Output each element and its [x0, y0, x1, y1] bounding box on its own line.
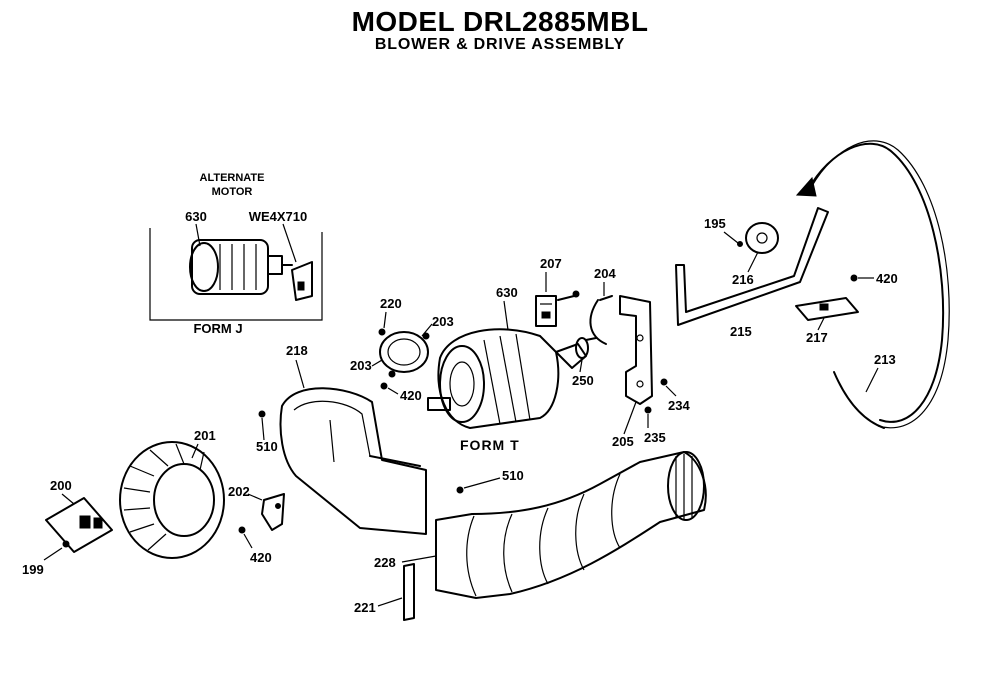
part-label-220: 220 [380, 296, 402, 311]
blower-housing-218: 218 510 [256, 343, 427, 535]
part-label-202: 202 [228, 484, 250, 499]
part-label-216: 216 [732, 272, 754, 287]
alternate-motor-bracket [149, 228, 323, 321]
part-label-630: 630 [496, 285, 518, 300]
part-label-207: 207 [540, 256, 562, 271]
bracket-200: 200 199 [22, 478, 113, 577]
part-label-228: 228 [374, 555, 396, 570]
part-label-218: 218 [286, 343, 308, 358]
alternate-motor-heading-2: MOTOR [212, 186, 253, 198]
seal-221: 221 [354, 563, 415, 621]
part-label-234: 234 [668, 398, 690, 413]
part-label-215: 215 [730, 324, 752, 339]
part-label-420-right: 420 [876, 271, 898, 286]
part-label-250: 250 [572, 373, 594, 388]
screw-510: 510 [456, 468, 524, 494]
part-label-510-left: 510 [256, 439, 278, 454]
motor-bracket-205: 204 234 235 205 [589, 266, 690, 449]
centrifugal-switch-207: 207 [535, 256, 580, 327]
leader-we4x710 [282, 223, 297, 263]
diagram-subtitle: BLOWER & DRIVE ASSEMBLY [374, 36, 626, 53]
part-label-221: 221 [354, 600, 376, 615]
part-label-195: 195 [704, 216, 726, 231]
exhaust-duct-228: 228 [374, 451, 707, 599]
part-label-203-top: 203 [432, 314, 454, 329]
alternate-motor-group: ALTERNATE MOTOR 630 WE4X710 FO [149, 172, 323, 336]
part-label-204: 204 [594, 266, 616, 281]
leader-630-alt [195, 223, 201, 247]
part-label-205: 205 [612, 434, 634, 449]
part-label-213: 213 [874, 352, 896, 367]
alternate-motor-heading-1: ALTERNATE [200, 172, 265, 184]
part-label-200: 200 [50, 478, 72, 493]
form-j-label: FORM J [193, 321, 242, 336]
part-label-630-alt: 630 [185, 209, 207, 224]
part-label-510-right: 510 [502, 468, 524, 483]
part-label-we4x710: WE4X710 [249, 209, 308, 224]
part-label-199: 199 [22, 562, 44, 577]
idler-assembly: 215 216 195 [675, 207, 829, 339]
part-label-420-low: 420 [250, 550, 272, 565]
clamp-202: 202 420 [228, 484, 285, 565]
motor-mount-203: 220 203 203 420 [350, 296, 454, 403]
diagram-title: MODEL DRL2885MBL [351, 6, 649, 37]
part-label-420-mid: 420 [400, 388, 422, 403]
part-label-217: 217 [806, 330, 828, 345]
we4x710-kit-drawing [291, 261, 313, 301]
form-t-label: FORM T [460, 437, 520, 453]
blower-wheel-201: 201 [119, 428, 225, 559]
motor-pulley-250: 250 [572, 337, 597, 388]
drum-213: 213 [795, 140, 950, 429]
bracket-217: 217 420 [795, 271, 898, 345]
part-label-201: 201 [194, 428, 216, 443]
drive-motor-630: 630 FORM T [427, 285, 587, 453]
part-label-203-left: 203 [350, 358, 372, 373]
alternate-motor-drawing [189, 239, 293, 295]
part-label-235: 235 [644, 430, 666, 445]
